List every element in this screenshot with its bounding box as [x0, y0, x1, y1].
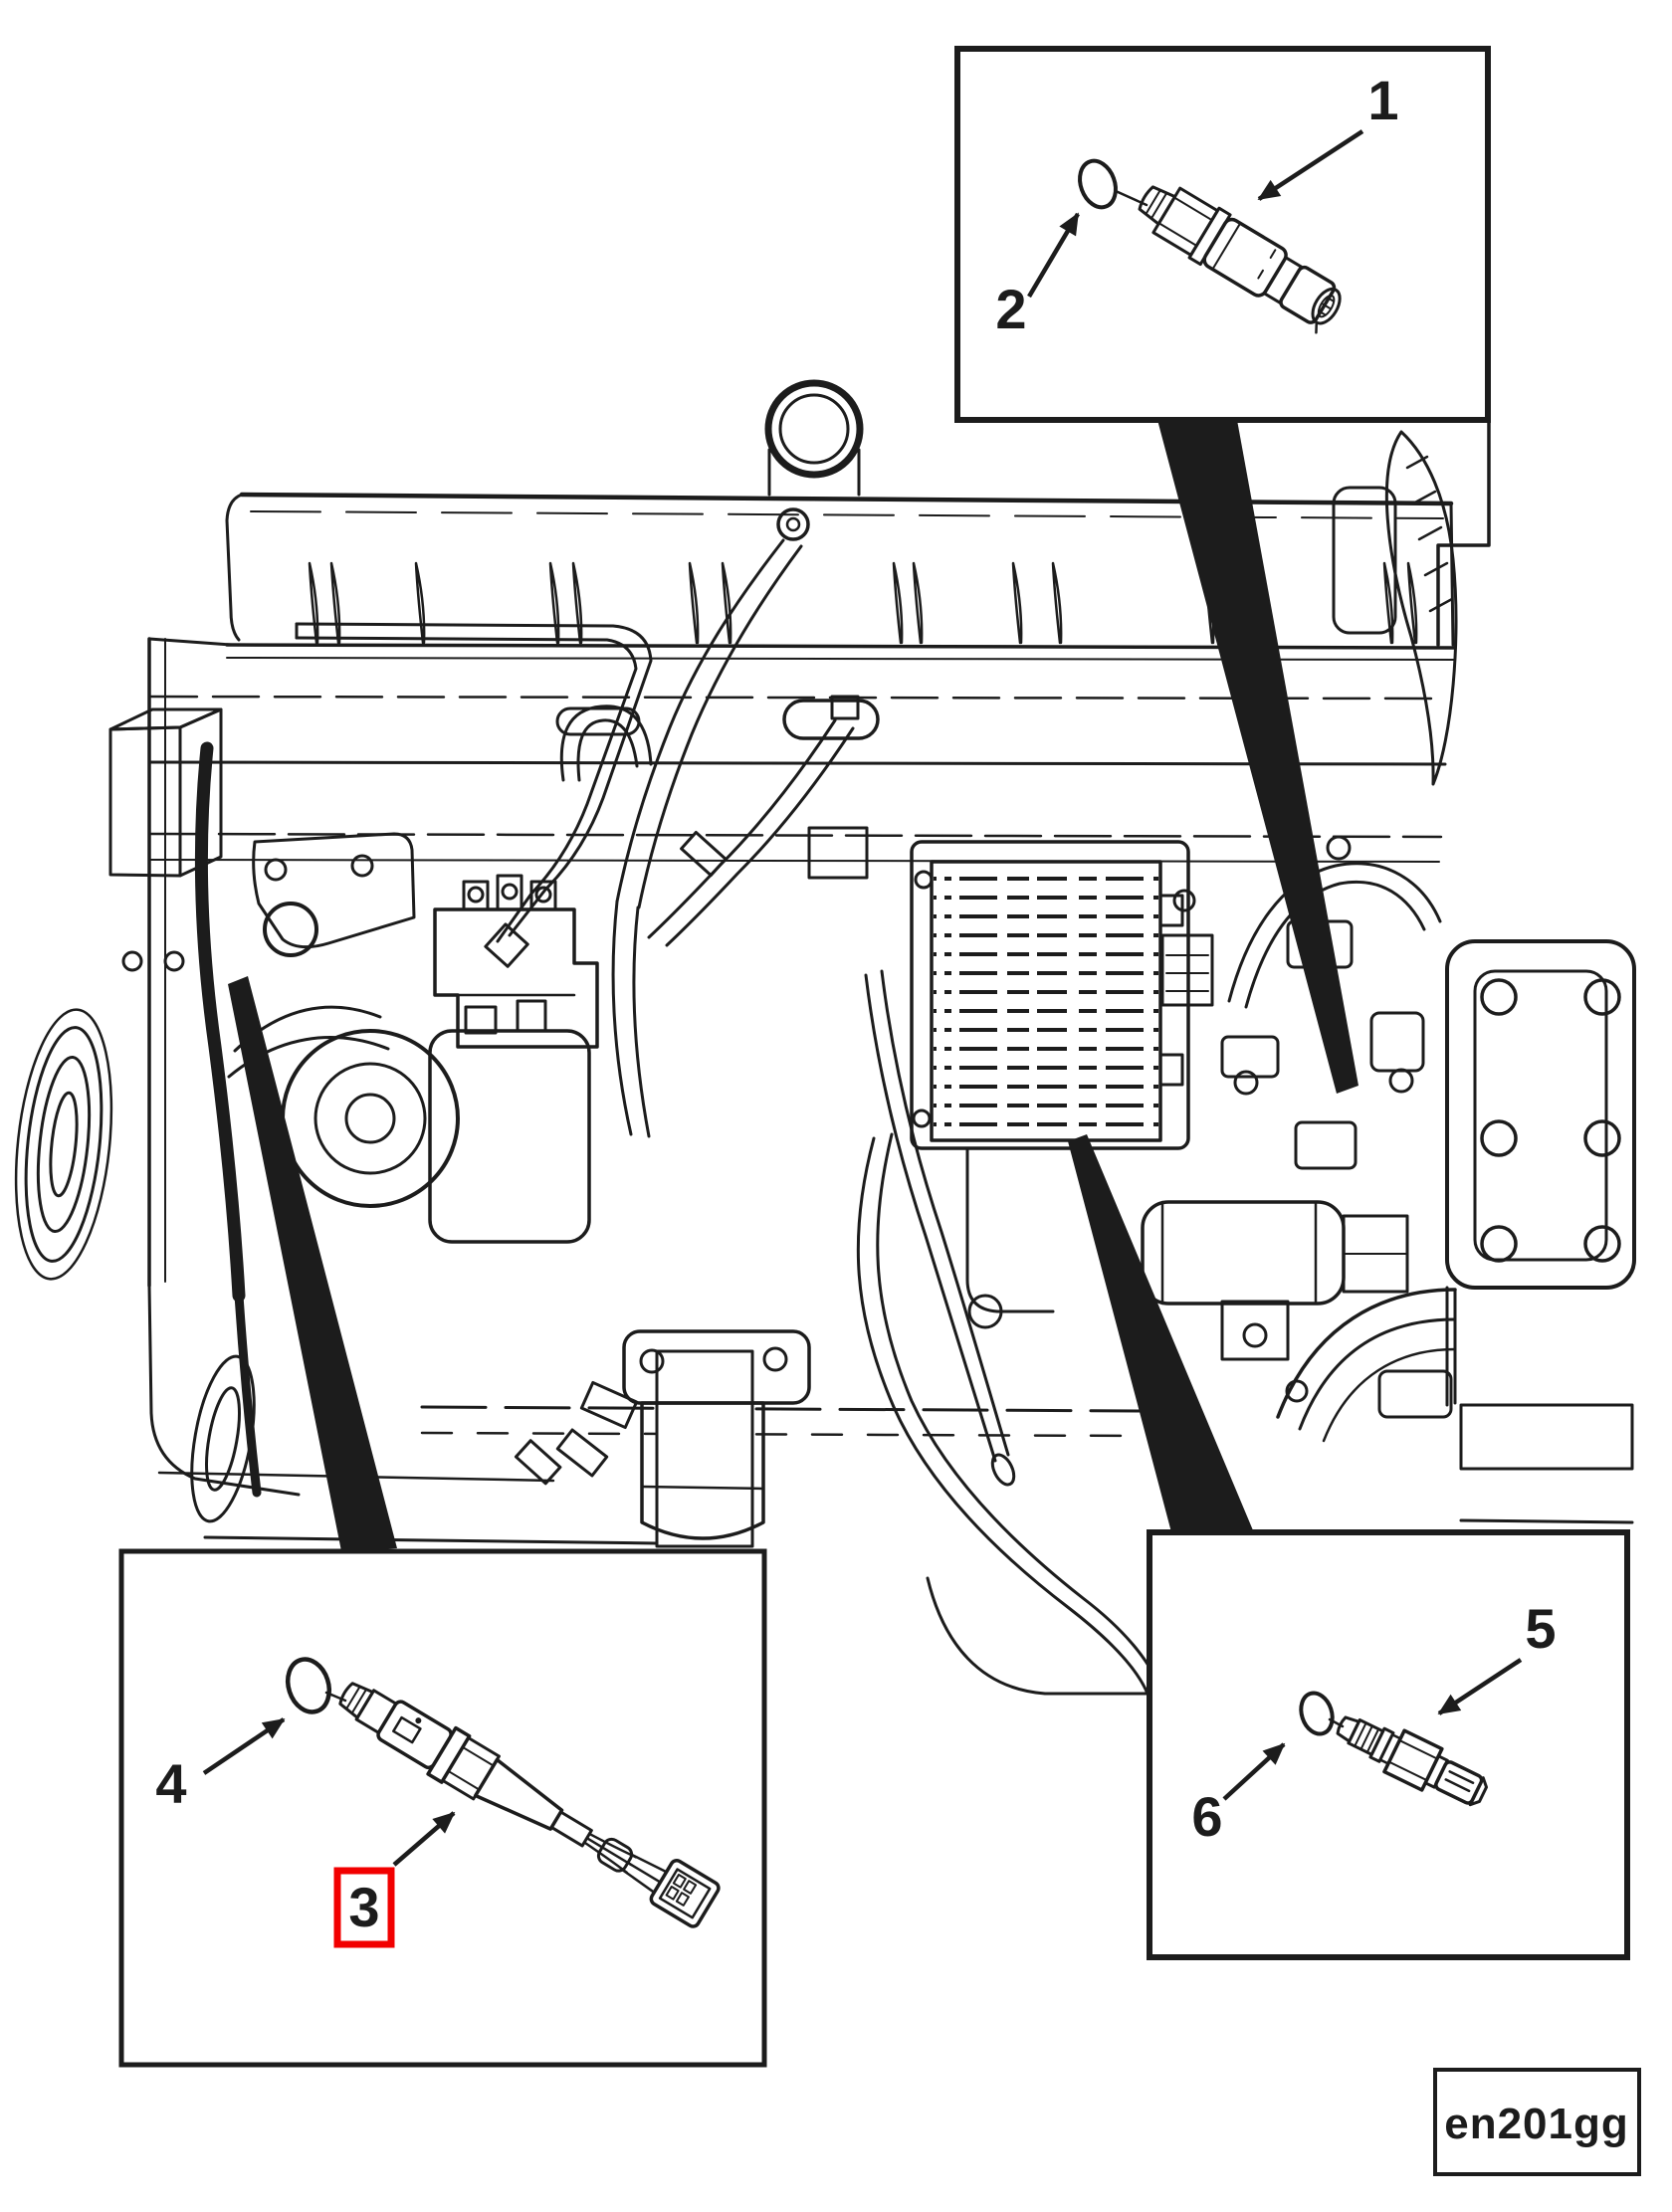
fan-pulley	[14, 1008, 113, 1281]
pump-bracket	[252, 832, 416, 957]
leader-band-bottom-right-inset	[1068, 1134, 1253, 1532]
leader-band-top-inset	[1157, 420, 1358, 1094]
callout-6-label: 6	[1191, 1785, 1222, 1848]
inset-top-sensor	[1138, 185, 1342, 334]
fuel-filter	[514, 1329, 811, 1540]
drain-hoses	[856, 1132, 1162, 1696]
callout-1-label: 1	[1367, 69, 1398, 131]
flywheel-housing	[1445, 939, 1636, 1524]
figure-code-label: en201gg	[1444, 2100, 1629, 2148]
figure-code-box	[1433, 2068, 1641, 2176]
callout-3-arrow	[392, 1811, 456, 1867]
callout-4-label: 4	[155, 1752, 186, 1815]
callout-2-label: 2	[995, 278, 1026, 340]
accessory-bracket	[108, 707, 223, 878]
callout-5-arrow	[1437, 1658, 1523, 1715]
block-tab	[807, 826, 869, 880]
starter-motor	[1141, 1200, 1409, 1361]
callout-3-highlight-box	[333, 1867, 395, 1948]
injector-harness	[611, 507, 810, 1138]
dipstick-tube	[864, 969, 1016, 1487]
oil-pan-lines	[420, 1349, 1147, 1548]
inset-bottom-left-sensor	[338, 1682, 721, 1928]
front-plate	[121, 637, 659, 1545]
fuel-pump	[433, 874, 599, 1049]
callout-3-label: 3	[348, 1876, 379, 1938]
stc-oil-line	[295, 622, 653, 968]
ecm-cooling-plate	[910, 840, 1214, 1150]
inset-bottom-right-sensor	[1336, 1715, 1489, 1807]
drive-belt	[194, 741, 262, 1498]
block-details	[965, 1146, 1055, 1329]
rear-lift-bracket	[1332, 420, 1491, 786]
inset-box-bottom-left	[118, 1548, 767, 2068]
leader-band-bottom-left-inset	[228, 976, 397, 1551]
callout-1-arrow	[1257, 129, 1364, 201]
callout-4-arrow	[202, 1717, 286, 1775]
flywheel-arcs	[1276, 1288, 1457, 1443]
inset-box-top	[954, 46, 1491, 423]
callout-6-arrow	[1222, 1742, 1286, 1801]
callout-5-label: 5	[1525, 1597, 1556, 1660]
heater-return-tube	[559, 704, 653, 782]
callout-2-arrow	[1027, 212, 1080, 299]
ecm-hatching	[934, 866, 1158, 1136]
breather-tube	[764, 379, 864, 497]
